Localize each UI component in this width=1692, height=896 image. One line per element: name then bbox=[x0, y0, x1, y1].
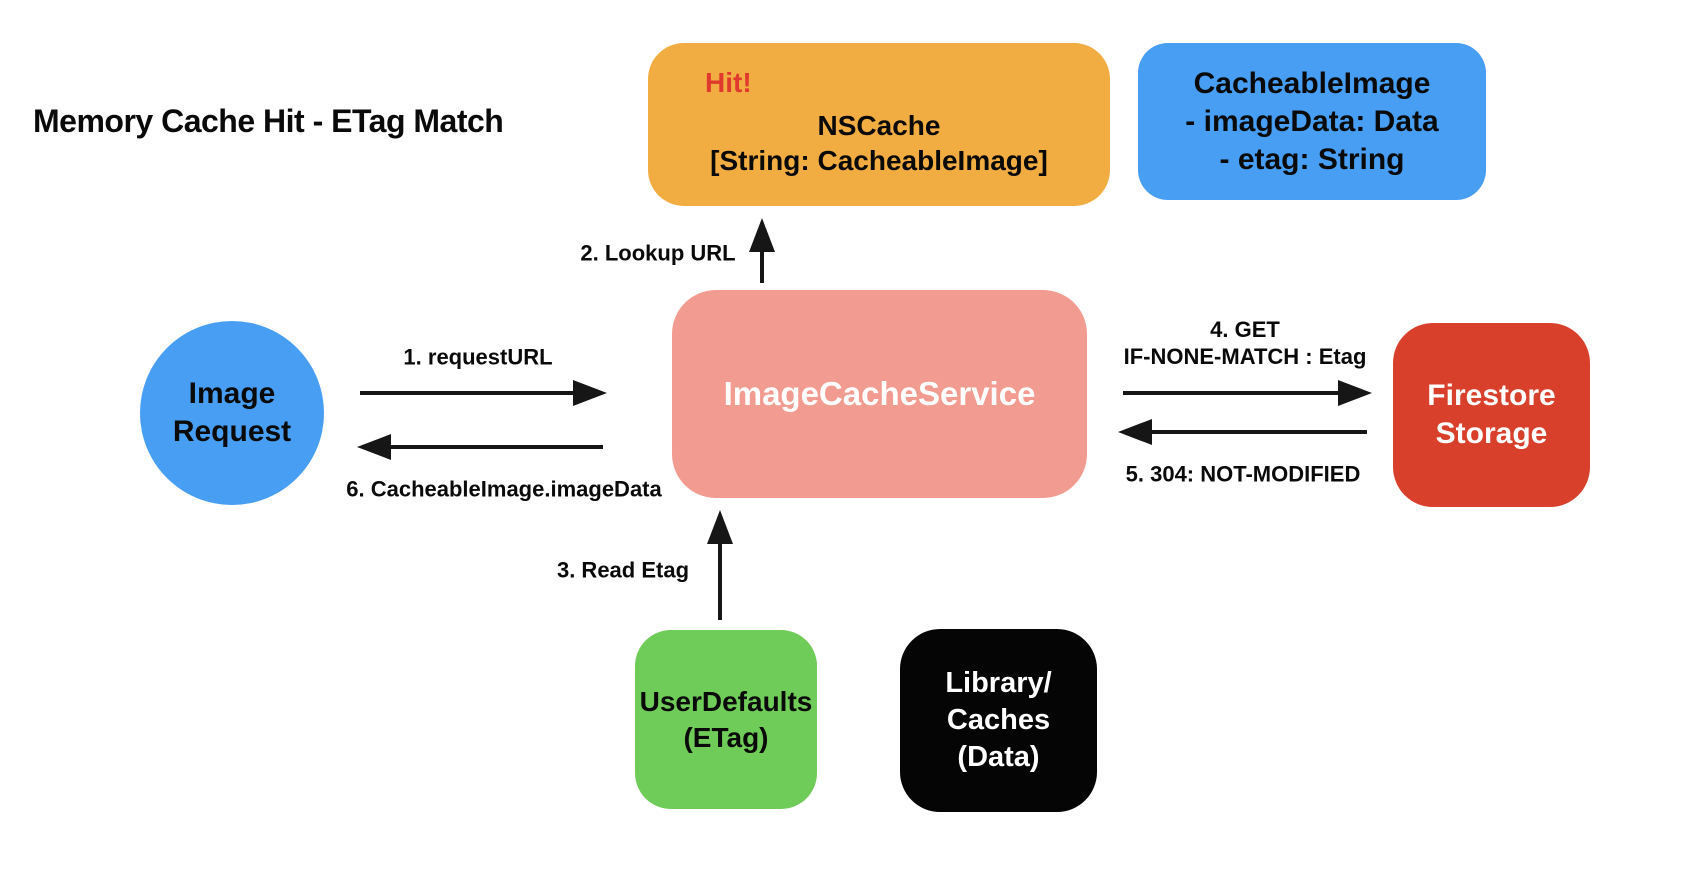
diagram-title: Memory Cache Hit - ETag Match bbox=[33, 103, 504, 139]
node-user-defaults-label: UserDefaults (ETag) bbox=[639, 685, 813, 753]
node-library-caches-label: Library/ Caches (Data) bbox=[945, 667, 1052, 773]
node-image-request-label: Image Request bbox=[172, 377, 292, 448]
arrow-request-url bbox=[360, 380, 607, 406]
cache-hit-badge: Hit! bbox=[705, 67, 752, 98]
edge-label-lookup-url: 2. Lookup URL bbox=[580, 240, 736, 266]
arrow-not-modified bbox=[1118, 419, 1367, 445]
node-cacheable-image: CacheableImage - imageData: Data - etag:… bbox=[1138, 43, 1486, 200]
node-library-caches: Library/ Caches (Data) bbox=[900, 629, 1097, 812]
arrow-get-if-none-match bbox=[1123, 380, 1372, 406]
node-user-defaults: UserDefaults (ETag) bbox=[635, 630, 817, 809]
node-cacheable-image-label: CacheableImage - imageData: Data - etag:… bbox=[1185, 66, 1439, 176]
node-image-request: Image Request bbox=[140, 321, 324, 505]
arrow-cacheable-image-data bbox=[357, 434, 603, 460]
edge-label-read-etag: 3. Read Etag bbox=[556, 557, 690, 583]
edge-label-request-url: 1. requestURL bbox=[403, 344, 553, 370]
edge-label-cacheable-image-data: 6. CacheableImage.imageData bbox=[346, 476, 662, 502]
edge-label-not-modified: 5. 304: NOT-MODIFIED bbox=[1125, 461, 1361, 487]
edge-label-get-if-none-match: 4. GET IF-NONE-MATCH : Etag bbox=[1123, 317, 1367, 369]
arrow-lookup-url bbox=[749, 218, 775, 283]
arrow-read-etag bbox=[707, 510, 733, 620]
node-nscache: Hit! NSCache [String: CacheableImage] bbox=[648, 43, 1110, 206]
node-image-cache-service-label: ImageCacheService bbox=[723, 375, 1036, 412]
node-firestore-storage: Firestore Storage bbox=[1393, 323, 1590, 507]
node-nscache-label: NSCache [String: CacheableImage] bbox=[710, 109, 1048, 176]
node-firestore-storage-label: Firestore Storage bbox=[1427, 379, 1556, 450]
node-image-cache-service: ImageCacheService bbox=[672, 290, 1087, 498]
